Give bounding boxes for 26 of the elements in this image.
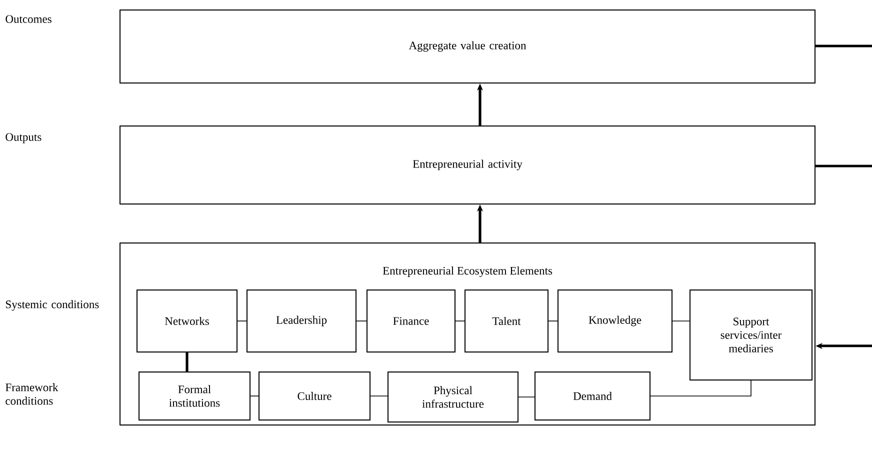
element-box: Knowledge <box>558 290 672 352</box>
row-label: Outcomes <box>6 15 52 23</box>
connector <box>237 320 247 322</box>
element-box: Physical infrastructure <box>388 371 518 422</box>
connector <box>455 320 465 322</box>
element-box: Finance <box>366 290 456 352</box>
element-box: Support services/inter mediaries <box>690 290 812 380</box>
process-box: Entrepreneurial activity <box>120 126 816 204</box>
connector <box>548 320 558 322</box>
connector <box>816 44 872 48</box>
row-label: Systemic conditions <box>6 300 99 311</box>
row-label: Framework conditions <box>6 383 58 405</box>
row-label: Outputs <box>6 133 42 144</box>
element-box: Formal institutions <box>138 371 250 420</box>
connector <box>518 396 535 398</box>
element-box: Talent <box>464 290 548 352</box>
process-box: Aggregate value creation <box>120 10 816 84</box>
connector <box>186 352 188 372</box>
element-box: Culture <box>258 371 370 420</box>
connector <box>672 320 690 322</box>
connector <box>356 320 367 322</box>
element-box: Leadership <box>246 290 356 352</box>
connector <box>650 380 752 396</box>
element-box: Networks <box>136 290 238 352</box>
connector <box>816 164 872 168</box>
element-box: Demand <box>534 371 650 420</box>
